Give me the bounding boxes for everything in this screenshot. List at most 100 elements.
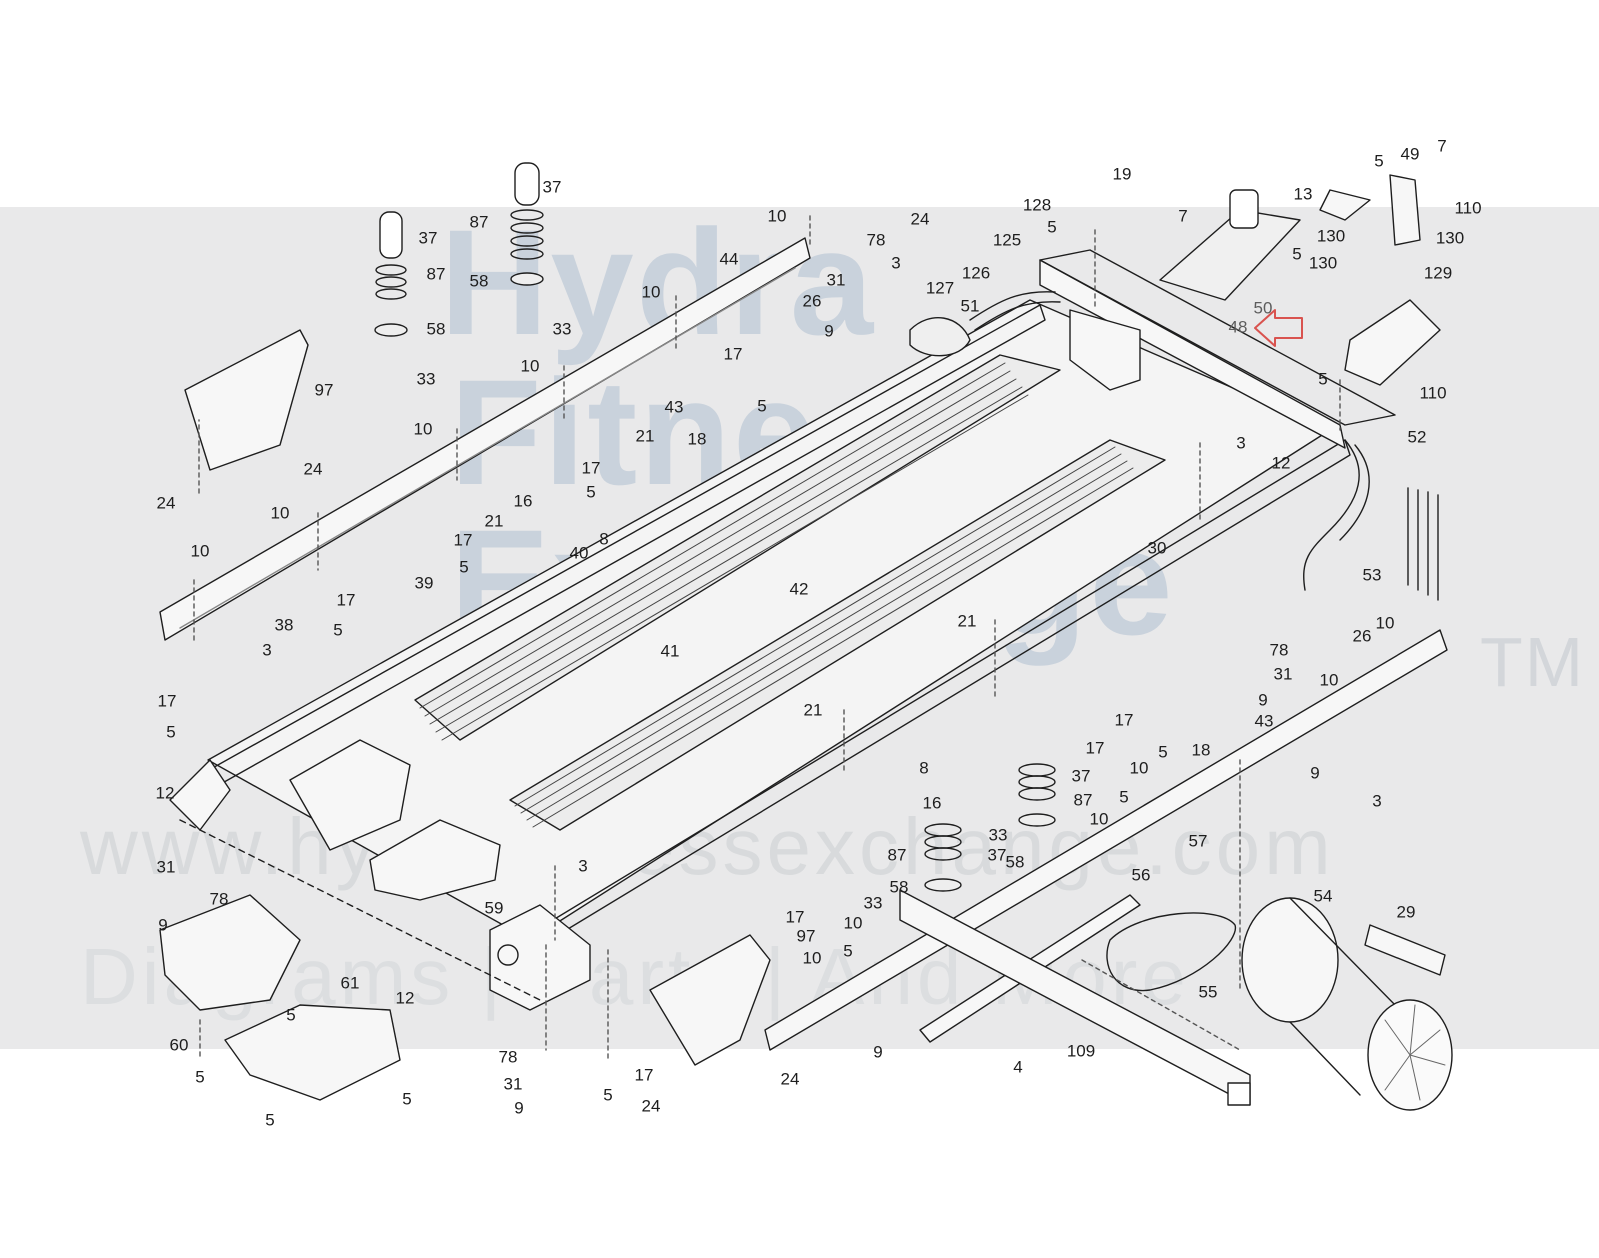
- part-callout-5: 5: [195, 1067, 205, 1087]
- part-callout-13: 13: [1293, 184, 1313, 204]
- part-callout-55: 55: [1198, 982, 1218, 1002]
- roller-and-fan: [919, 894, 1453, 1111]
- part-callout-130: 130: [1316, 226, 1346, 246]
- deck-boards: [289, 354, 1166, 901]
- part-callout-24: 24: [641, 1096, 661, 1116]
- part-callout-16: 16: [513, 491, 533, 511]
- part-callout-44: 44: [719, 249, 739, 269]
- part-callout-5: 5: [1119, 787, 1129, 807]
- part-callout-33: 33: [552, 319, 572, 339]
- part-callout-9: 9: [514, 1098, 524, 1118]
- part-callout-10: 10: [802, 948, 822, 968]
- part-callout-8: 8: [919, 758, 929, 778]
- part-callout-87: 87: [426, 264, 446, 284]
- part-callout-29: 29: [1396, 902, 1416, 922]
- part-callout-24: 24: [303, 459, 323, 479]
- watermark-trademark: TM: [1480, 623, 1586, 701]
- part-callout-3: 3: [891, 253, 901, 273]
- part-callout-87: 87: [1073, 790, 1093, 810]
- part-callout-17: 17: [634, 1065, 654, 1085]
- part-callout-24: 24: [780, 1069, 800, 1089]
- assembly-guides: [193, 215, 1341, 1061]
- threaded-rods: [1407, 487, 1439, 601]
- part-callout-21: 21: [484, 511, 504, 531]
- part-callout-5: 5: [166, 722, 176, 742]
- part-callout-78: 78: [209, 889, 229, 909]
- part-callout-50: 50: [1253, 298, 1273, 318]
- part-callout-5: 5: [333, 620, 343, 640]
- part-callout-78: 78: [1269, 640, 1289, 660]
- part-callout-9: 9: [824, 321, 834, 341]
- part-callout-37: 37: [418, 228, 438, 248]
- part-callout-21: 21: [635, 426, 655, 446]
- part-callout-58: 58: [469, 271, 489, 291]
- part-callout-10: 10: [270, 503, 290, 523]
- part-callout-5: 5: [1318, 369, 1328, 389]
- part-callout-57: 57: [1188, 831, 1208, 851]
- rear-feet-covers: [159, 329, 771, 1101]
- part-callout-59: 59: [484, 898, 504, 918]
- part-callout-51: 51: [960, 296, 980, 316]
- side-rails: [159, 237, 1448, 1051]
- part-callout-9: 9: [1310, 763, 1320, 783]
- part-callout-10: 10: [1319, 670, 1339, 690]
- part-callout-5: 5: [843, 941, 853, 961]
- part-callout-10: 10: [641, 282, 661, 302]
- part-callout-61: 61: [340, 973, 360, 993]
- part-callout-30: 30: [1147, 538, 1167, 558]
- part-callout-3: 3: [578, 856, 588, 876]
- part-callout-9: 9: [1258, 690, 1268, 710]
- part-callout-5: 5: [265, 1110, 275, 1130]
- part-callout-17: 17: [336, 590, 356, 610]
- part-callout-49: 49: [1400, 144, 1420, 164]
- part-callout-78: 78: [498, 1047, 518, 1067]
- part-callout-128: 128: [1022, 195, 1052, 215]
- part-callout-5: 5: [1047, 217, 1057, 237]
- part-callout-97: 97: [314, 380, 334, 400]
- part-callout-4: 4: [1013, 1057, 1023, 1077]
- part-callout-16: 16: [922, 793, 942, 813]
- part-callout-127: 127: [925, 278, 955, 298]
- part-callout-56: 56: [1131, 865, 1151, 885]
- part-callout-39: 39: [414, 573, 434, 593]
- part-callout-31: 31: [1273, 664, 1293, 684]
- part-callout-130: 130: [1308, 253, 1338, 273]
- part-callout-110: 110: [1454, 198, 1482, 218]
- part-callout-3: 3: [1236, 433, 1246, 453]
- part-callout-5: 5: [286, 1005, 296, 1025]
- part-callout-5: 5: [459, 557, 469, 577]
- part-callout-43: 43: [664, 397, 684, 417]
- part-callout-43: 43: [1254, 711, 1274, 731]
- part-callout-3: 3: [1372, 791, 1382, 811]
- part-callout-17: 17: [785, 907, 805, 927]
- part-callout-26: 26: [1352, 626, 1372, 646]
- part-callout-10: 10: [1089, 809, 1109, 829]
- part-callout-48: 48: [1228, 317, 1248, 337]
- highlight-arrow-icon: [1254, 309, 1303, 347]
- part-callout-9: 9: [873, 1042, 883, 1062]
- part-callout-10: 10: [190, 541, 210, 561]
- part-callout-17: 17: [1114, 710, 1134, 730]
- part-callout-21: 21: [803, 700, 823, 720]
- part-callout-7: 7: [1437, 136, 1447, 156]
- motor-controller: [1159, 174, 1441, 386]
- part-callout-19: 19: [1112, 164, 1132, 184]
- part-callout-97: 97: [796, 926, 816, 946]
- part-callout-31: 31: [503, 1074, 523, 1094]
- part-callout-58: 58: [889, 877, 909, 897]
- part-callout-12: 12: [155, 783, 175, 803]
- part-callout-60: 60: [169, 1035, 189, 1055]
- part-callout-58: 58: [1005, 852, 1025, 872]
- part-callout-10: 10: [767, 206, 787, 226]
- part-callout-9: 9: [158, 915, 168, 935]
- part-callout-125: 125: [992, 230, 1022, 250]
- part-callout-37: 37: [542, 177, 562, 197]
- part-callout-110: 110: [1419, 383, 1447, 403]
- part-callout-53: 53: [1362, 565, 1382, 585]
- part-callout-17: 17: [581, 458, 601, 478]
- part-callout-37: 37: [987, 845, 1007, 865]
- part-callout-33: 33: [416, 369, 436, 389]
- part-callout-33: 33: [863, 893, 883, 913]
